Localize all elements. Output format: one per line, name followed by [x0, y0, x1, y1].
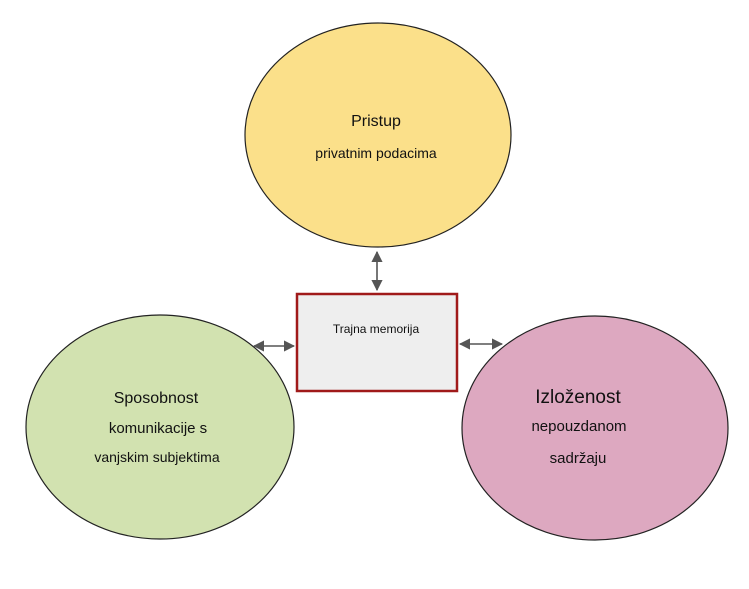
left-label-line3: vanjskim subjektima [94, 449, 219, 465]
right-label-line2: nepouzdanom [531, 418, 626, 435]
node-untrusted-content-exposure: Izloženost nepouzdanom sadržaju [461, 315, 729, 541]
right-label-line3: sadržaju [550, 450, 607, 467]
ellipse-right [461, 315, 729, 541]
right-label-line1: Izloženost [535, 387, 621, 408]
ellipse-left [25, 314, 295, 540]
left-label-line2: komunikacije s [109, 420, 207, 437]
node-private-data-access: Pristup privatnim podacima [244, 22, 512, 248]
center-label: Trajna memorija [333, 322, 420, 336]
center-box [295, 292, 459, 393]
top-label-line1: Pristup [351, 113, 401, 130]
node-external-communication: Sposobnost komunikacije s vanjskim subje… [25, 314, 295, 540]
ellipse-top [244, 22, 512, 248]
node-persistent-memory: Trajna memorija [295, 292, 459, 393]
left-label-line1: Sposobnost [114, 390, 199, 407]
top-label-line2: privatnim podacima [315, 145, 437, 161]
